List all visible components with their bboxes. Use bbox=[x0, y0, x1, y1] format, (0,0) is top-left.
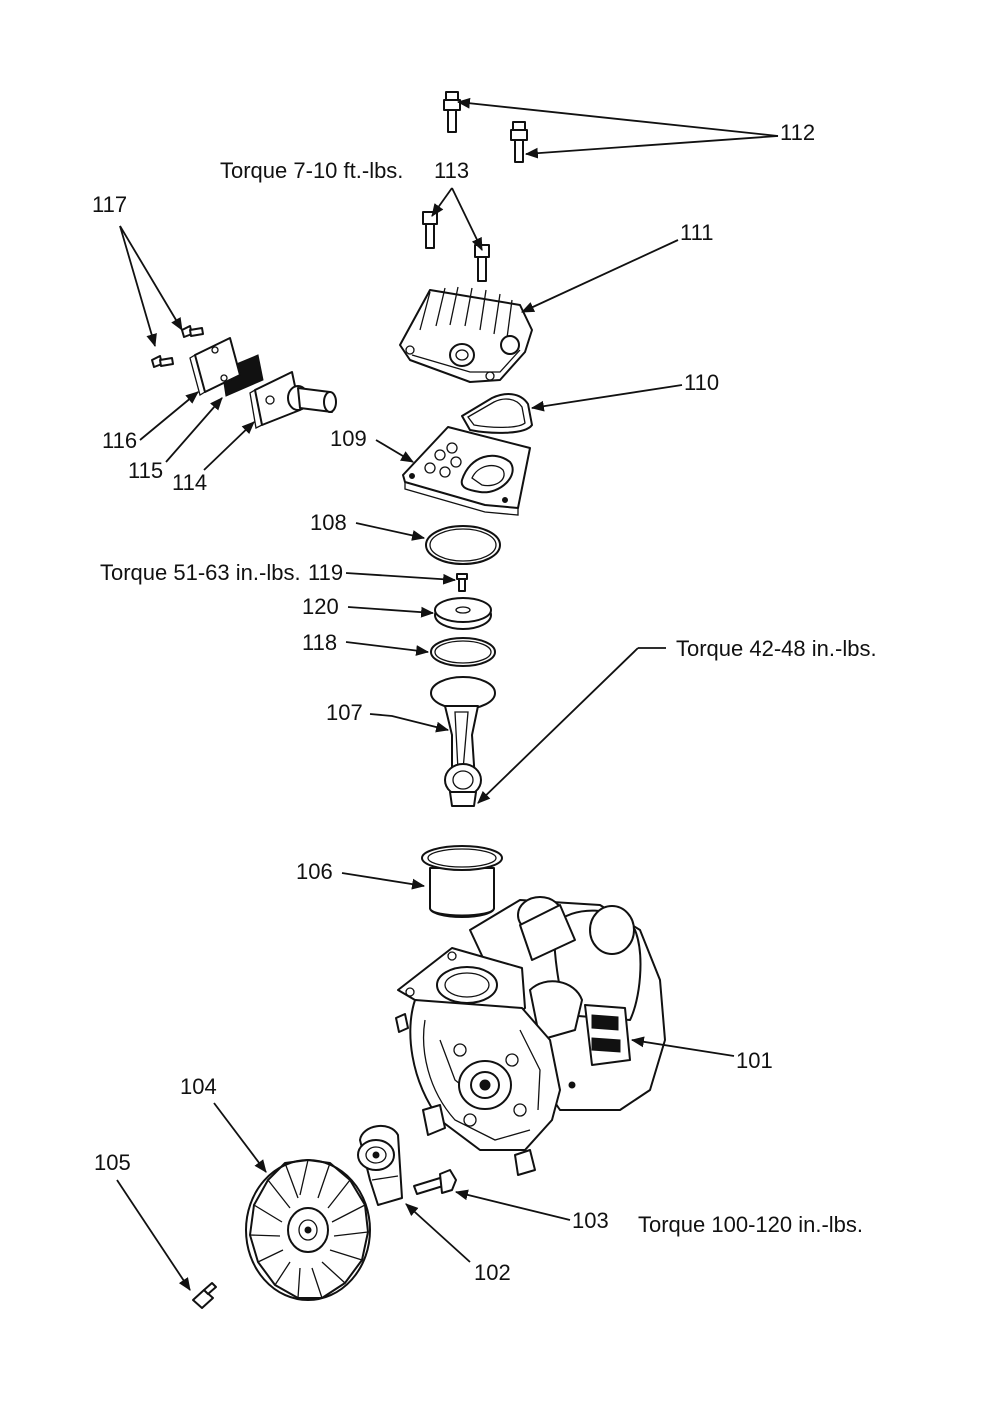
callout-119: 119 bbox=[308, 560, 344, 585]
bolt-112-a bbox=[443, 91, 461, 133]
torque-note-eccentric-bolt: Torque 100-120 in.-lbs. bbox=[638, 1212, 864, 1237]
callout-103: 103 bbox=[572, 1208, 609, 1233]
callout-117: 117 bbox=[92, 192, 128, 217]
filter-115 bbox=[221, 354, 264, 397]
callout-105: 105 bbox=[94, 1150, 131, 1175]
callout-118: 118 bbox=[302, 630, 338, 655]
callout-112: 112 bbox=[780, 120, 816, 145]
retainer-120 bbox=[434, 597, 492, 630]
valve-plate-109 bbox=[402, 426, 531, 516]
cover-116 bbox=[189, 337, 241, 396]
screw-117-a bbox=[181, 325, 204, 338]
shaft-114 bbox=[249, 371, 337, 429]
connecting-rod-107 bbox=[430, 676, 496, 807]
callout-108: 108 bbox=[310, 510, 347, 535]
callout-109: 109 bbox=[330, 426, 367, 451]
callout-106: 106 bbox=[296, 859, 333, 884]
callout-101: 101 bbox=[736, 1048, 773, 1073]
screw-117-b bbox=[151, 355, 174, 368]
callout-116: 116 bbox=[102, 428, 138, 453]
gasket-110 bbox=[461, 393, 533, 434]
callout-104: 104 bbox=[180, 1074, 217, 1099]
callout-120: 120 bbox=[302, 594, 339, 619]
callout-111: 111 bbox=[680, 220, 714, 245]
torque-note-valve-screw: Torque 51-63 in.-lbs. bbox=[100, 560, 301, 585]
screw-105 bbox=[192, 1282, 217, 1309]
torque-note-head-bolts: Torque 7-10 ft.-lbs. bbox=[220, 158, 404, 183]
bolt-113-b bbox=[474, 244, 490, 282]
motor-crankcase-101 bbox=[395, 896, 666, 1176]
callout-114: 114 bbox=[172, 470, 208, 495]
callout-110: 110 bbox=[684, 370, 720, 395]
ring-118 bbox=[430, 637, 496, 667]
cylinder-head-111 bbox=[399, 286, 533, 383]
bolt-112-b bbox=[510, 121, 528, 163]
cylinder-sleeve-106 bbox=[421, 845, 503, 918]
bolt-103 bbox=[413, 1169, 457, 1195]
callout-115: 115 bbox=[128, 458, 164, 483]
callout-102: 102 bbox=[474, 1260, 511, 1285]
bolt-113-a bbox=[422, 211, 438, 249]
callout-113: 113 bbox=[434, 158, 470, 183]
o-ring-108 bbox=[425, 525, 501, 565]
torque-note-rod-bolt: Torque 42-48 in.-lbs. bbox=[676, 636, 877, 661]
fan-104 bbox=[245, 1159, 371, 1301]
leader-lines bbox=[116, 97, 779, 1291]
callout-107: 107 bbox=[326, 700, 363, 725]
screw-119 bbox=[456, 573, 468, 592]
eccentric-102 bbox=[357, 1125, 403, 1206]
